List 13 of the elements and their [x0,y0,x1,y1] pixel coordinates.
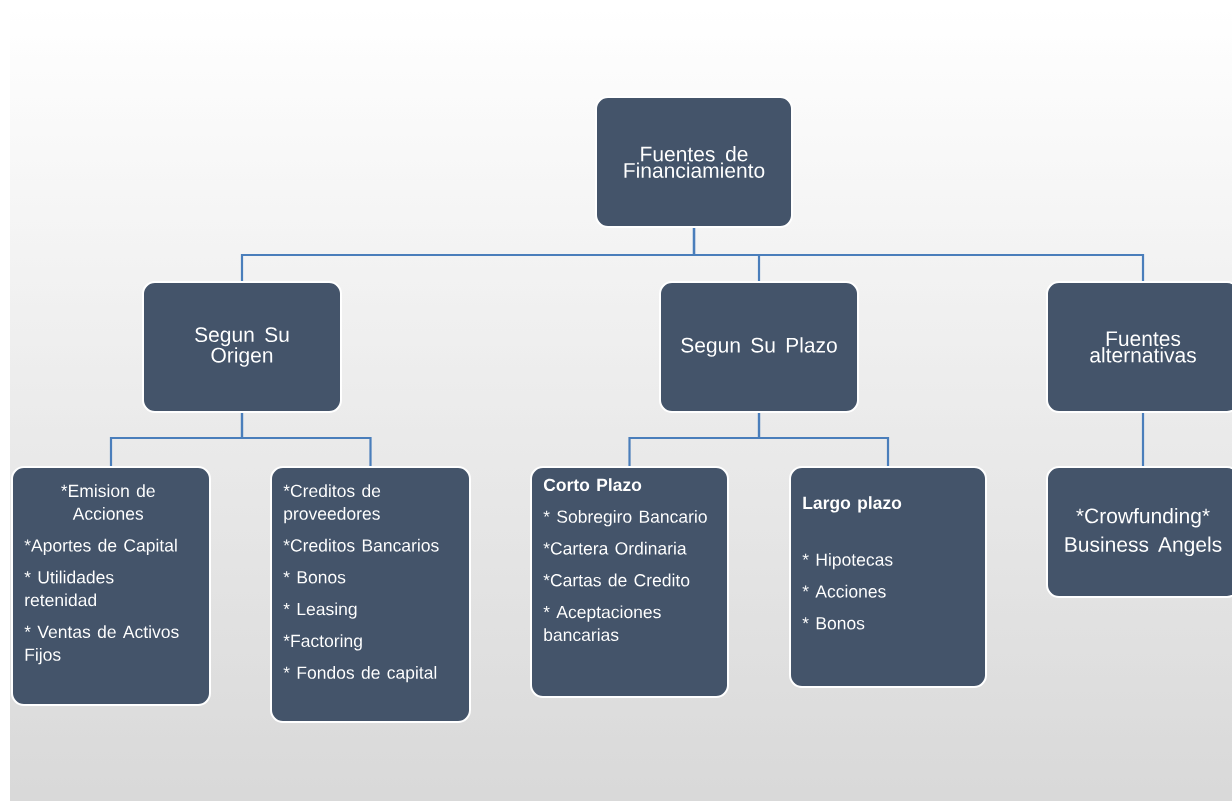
connector-line [692,228,1145,281]
connector-line [757,413,890,466]
connector-line [1141,413,1145,466]
title-box: Fuentes de Financiamiento [595,96,793,228]
connector-line [240,413,372,466]
category-box: Segun Su Origen [142,281,342,413]
category-box: Segun Su Plazo [659,281,859,413]
result-box: *Crowfunding* Business Angels [1046,466,1232,598]
list-box: *Creditos de proveedores *Creditos Bancarios * Bonos * Leasing *Factoring * Fondos de capital [270,466,471,723]
list-box: *Emision de Acciones *Aportes de Capital * Utilidades retenidad * Ventas de Activos Fijos [11,466,211,706]
category-box: Fuentes alternativas [1046,281,1232,413]
list-box: Corto Plazo * Sobregiro Bancario *Cartera Ordinaria *Cartas de Credito * Aceptaciones bancarias [530,466,729,698]
list-box: Largo plazo * Hipotecas * Acciones * Bonos [789,466,987,688]
